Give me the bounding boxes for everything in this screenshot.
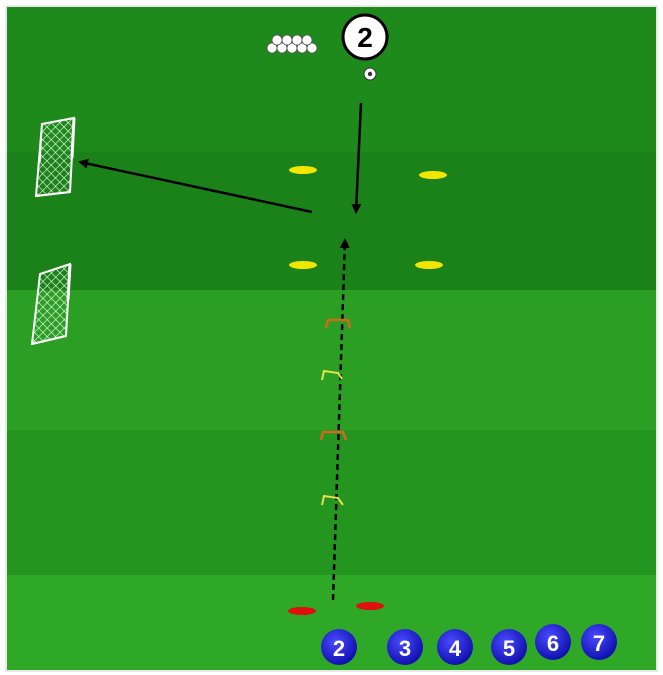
player-disc-icon: 6 (535, 624, 571, 660)
flat-cone-icon (356, 602, 384, 610)
player-label: 7 (593, 631, 605, 656)
player-disc-icon: 2 (321, 629, 357, 665)
player-label: 3 (399, 636, 411, 661)
player-label: 6 (547, 631, 559, 656)
flat-cone-icon (415, 261, 443, 269)
player-label: 4 (449, 636, 462, 661)
goal-net-icon (36, 118, 74, 196)
player-disc-icon: 3 (387, 629, 423, 665)
player-label: 2 (333, 636, 345, 661)
coach-marker-label: 2 (357, 22, 373, 53)
flat-cone-icon (419, 171, 447, 179)
player-label: 5 (503, 636, 515, 661)
pitch-grass (6, 6, 657, 671)
flat-cone-icon (289, 166, 317, 174)
player-disc-icon: 4 (437, 629, 473, 665)
player-disc-icon: 7 (581, 624, 617, 660)
flat-cone-icon (288, 607, 316, 615)
soccer-ball-icon (364, 68, 376, 80)
coach-marker: 2 (343, 15, 387, 59)
flat-cone-icon (289, 261, 317, 269)
player-disc-icon: 5 (491, 629, 527, 665)
